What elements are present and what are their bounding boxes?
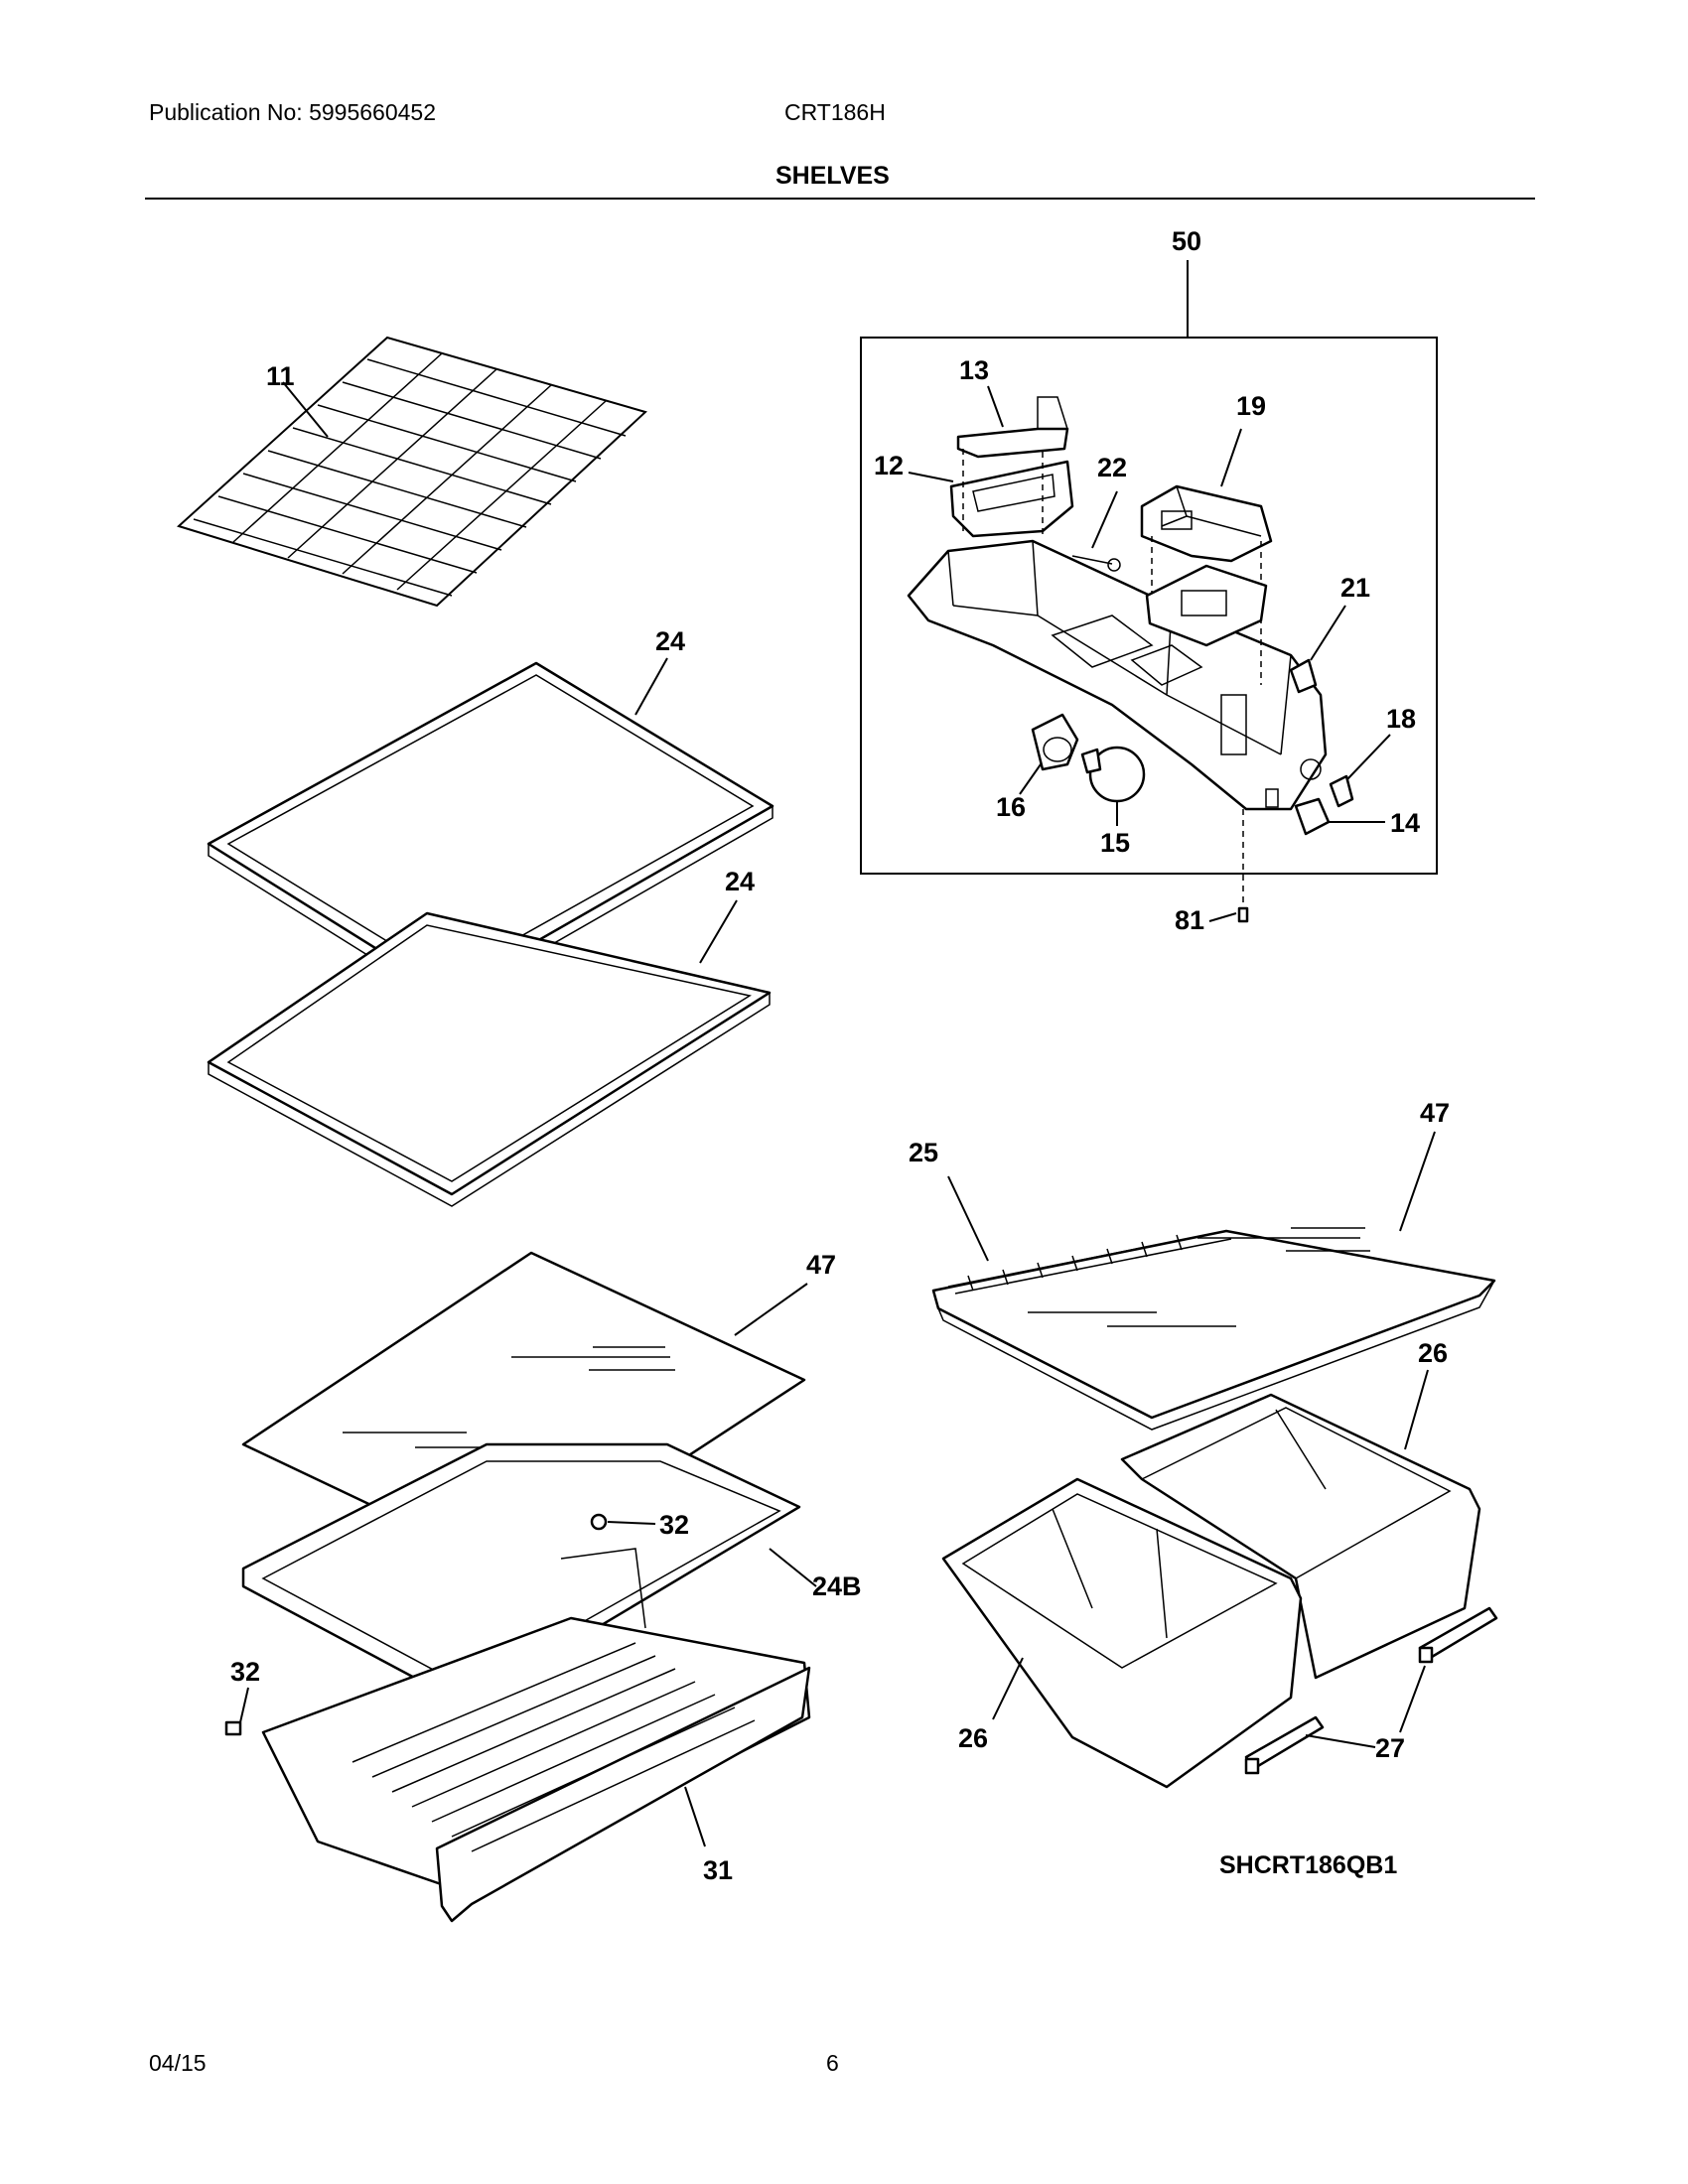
- callout-12: 12: [874, 451, 904, 480]
- control-housing-assembly: [860, 260, 1438, 923]
- callout-50: 50: [1172, 226, 1201, 256]
- glass-shelf-24-lower: [207, 899, 772, 1207]
- callout-32-left: 32: [230, 1657, 260, 1687]
- callout-47-left: 47: [806, 1250, 836, 1280]
- callout-24B: 24B: [812, 1571, 862, 1601]
- callout-24-lower: 24: [725, 867, 755, 896]
- callout-26-front: 26: [958, 1723, 988, 1753]
- callout-15: 15: [1100, 828, 1130, 858]
- assembly-box: [860, 337, 1438, 875]
- callout-11: 11: [266, 361, 295, 391]
- socket-16: [1031, 713, 1079, 771]
- wire-shelf-11: [177, 336, 647, 608]
- crisper-drawer-26-rear: [1120, 1369, 1481, 1680]
- callout-26-rear: 26: [1418, 1338, 1448, 1368]
- callout-24-upper: 24: [655, 626, 685, 656]
- screw-81: [1237, 906, 1249, 923]
- callout-31: 31: [703, 1855, 733, 1885]
- model-number: CRT186H: [784, 99, 886, 125]
- drawer-slide-27: [1244, 1606, 1498, 1775]
- footer-date: 04/15: [149, 2050, 207, 2076]
- control-19: [1140, 484, 1273, 563]
- stop-32: [224, 1513, 656, 1736]
- section-title: SHELVES: [775, 162, 890, 190]
- crisper-cover-25: [931, 1131, 1496, 1431]
- callout-16: 16: [996, 792, 1026, 822]
- callout-21: 21: [1340, 573, 1370, 603]
- clip-21: [1289, 658, 1318, 694]
- callout-22: 22: [1097, 453, 1127, 482]
- crisper-drawer-26-front: [941, 1477, 1303, 1789]
- footer-page-number: 6: [826, 2050, 839, 2076]
- rod-22: [1071, 555, 1113, 565]
- drawing-id: SHCRT186QB1: [1219, 1851, 1397, 1879]
- cover-13: [956, 427, 1069, 459]
- callout-27: 27: [1375, 1733, 1405, 1763]
- publication-number: Publication No: 5995660452: [149, 99, 437, 125]
- callout-13: 13: [959, 355, 989, 385]
- callout-47-right: 47: [1420, 1098, 1450, 1128]
- callout-18: 18: [1386, 704, 1416, 734]
- header-rule: [145, 198, 1535, 200]
- housing-12: [949, 460, 1074, 538]
- control-board: [1145, 564, 1268, 647]
- callout-81: 81: [1175, 905, 1204, 935]
- callout-25: 25: [909, 1138, 938, 1167]
- callout-14: 14: [1390, 808, 1420, 838]
- callout-19: 19: [1236, 391, 1266, 421]
- knob-18: [1329, 774, 1354, 808]
- callout-32-right: 32: [659, 1510, 689, 1540]
- bulb-15: [1088, 746, 1146, 803]
- switch-14: [1294, 797, 1331, 836]
- drawer-31: [261, 1548, 811, 1923]
